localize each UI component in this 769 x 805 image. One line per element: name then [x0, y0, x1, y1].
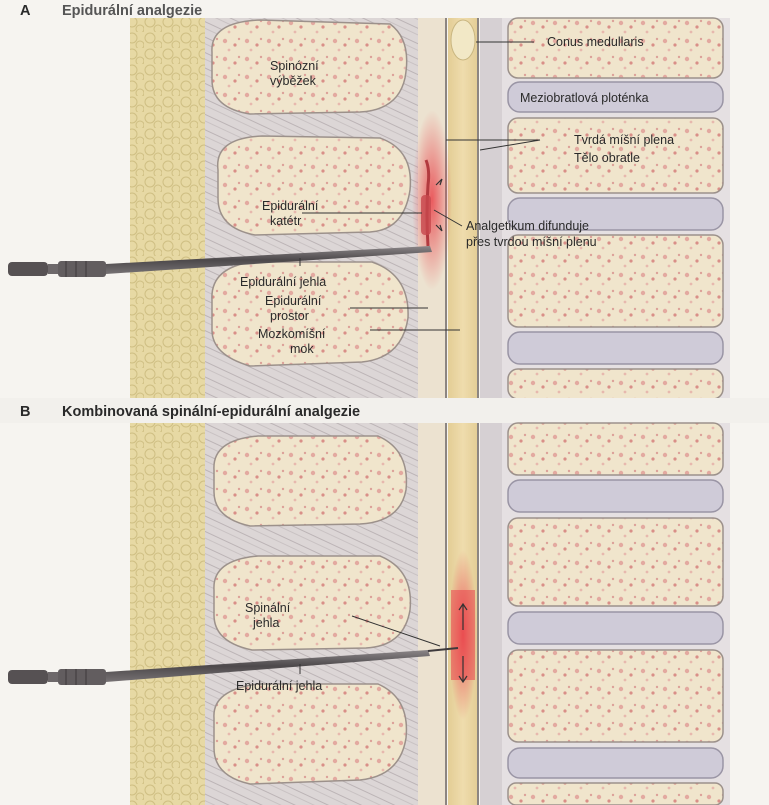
label-csf-2: mok: [290, 342, 314, 356]
spinous-process: [214, 684, 407, 784]
panel-a-title: Epidurální analgezie: [62, 3, 202, 19]
label-spinous-2: výběžek: [270, 74, 317, 88]
intervertebral-disc: [508, 480, 723, 512]
spinous-process: [214, 436, 407, 526]
label-spinous-1: Spinózní: [270, 59, 319, 73]
intervertebral-disc: [508, 612, 723, 644]
intervertebral-disc: [508, 332, 723, 364]
label-disc: Meziobratlová ploténka: [520, 91, 649, 105]
label-space-1: Epidurální: [265, 294, 322, 308]
spinous-process: [218, 136, 411, 235]
panel-b-title: Kombinovaná spinální-epidurální analgezi…: [62, 404, 360, 420]
label-space-2: prostor: [270, 309, 309, 323]
vertebral-body: [508, 650, 723, 742]
panel-a-letter: A: [20, 3, 31, 19]
label-epidural-needle-b: Epidurální jehla: [236, 679, 322, 693]
spinal-canal: [448, 18, 478, 398]
fat-layer: [130, 423, 210, 805]
fat-layer: [130, 18, 210, 398]
label-catheter-1: Epidurální: [262, 199, 319, 213]
label-analgesic-1: Analgetikum difunduje: [466, 219, 589, 233]
label-epidural-needle-a: Epidurální jehla: [240, 275, 326, 289]
vertebral-body: [508, 783, 723, 805]
panel-b: Spinální jehla Epidurální jehla: [0, 423, 769, 805]
label-conus: Conus medullaris: [547, 35, 644, 49]
conus-medullaris: [451, 20, 475, 60]
label-dura: Tvrdá míšní plena: [574, 133, 674, 147]
label-spinal-needle-2: jehla: [252, 616, 279, 630]
anesthetic-spread: [412, 110, 452, 290]
vertebral-body: [508, 423, 723, 475]
panel-b-letter: B: [20, 404, 30, 420]
vertebral-body: [508, 518, 723, 606]
intervertebral-disc: [508, 748, 723, 778]
panel-a: A Epidurální analgezie Spinózní výběžek …: [0, 0, 769, 400]
label-catheter-2: katétr: [270, 214, 301, 228]
label-spinal-needle-1: Spinální: [245, 601, 291, 615]
label-csf-1: Mozkomíšní: [258, 327, 326, 341]
label-analgesic-2: přes tvrdou míšní plenu: [466, 235, 597, 249]
label-vertebra-body: Tělo obratle: [574, 151, 640, 165]
spinous-process: [214, 556, 411, 650]
vertebral-body: [508, 369, 723, 399]
epidural-space: [418, 423, 446, 805]
